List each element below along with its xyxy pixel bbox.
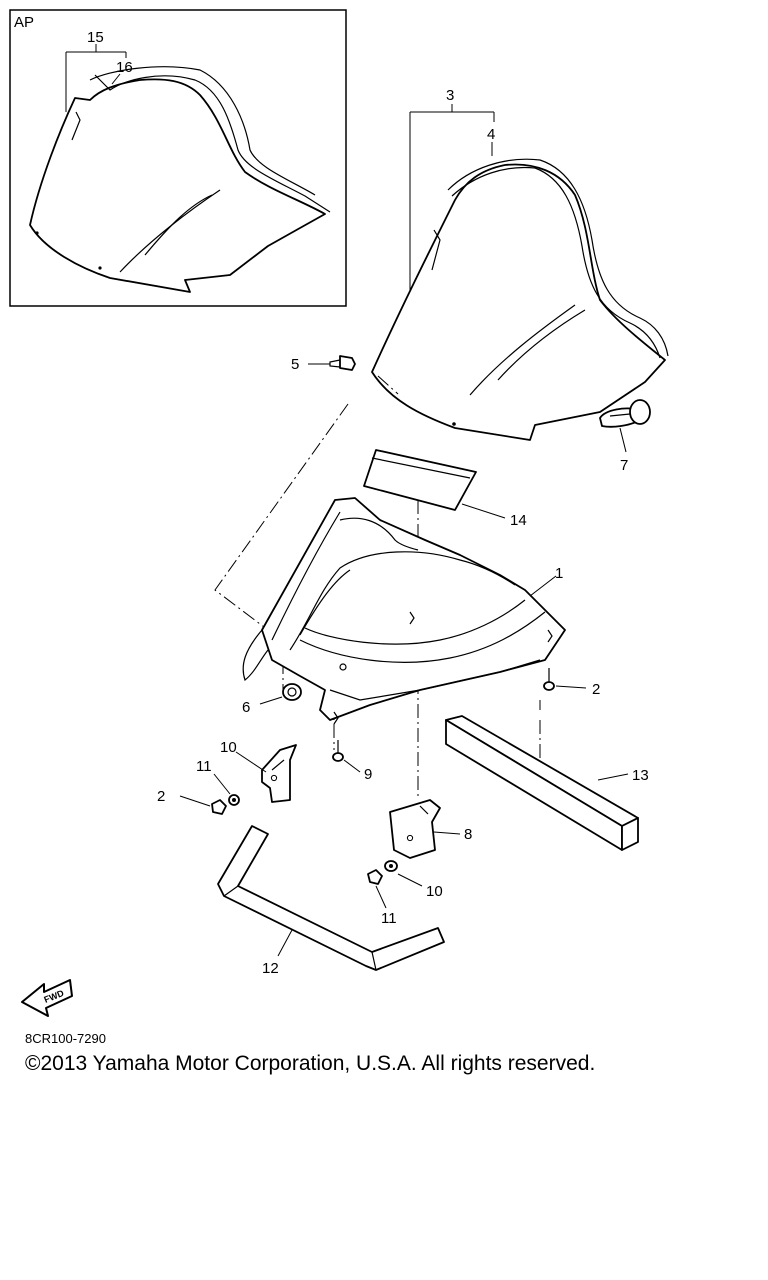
callout-9: 10 xyxy=(220,739,237,756)
knob-7 xyxy=(599,399,651,428)
screw-2-right xyxy=(543,668,555,691)
parts-diagram: AP 15 16 3 4 5 xyxy=(9,9,669,1017)
callout-4: 4 xyxy=(487,126,495,143)
screw-2-center xyxy=(332,740,344,762)
callout-7: 7 xyxy=(620,457,628,474)
callout-12: 12 xyxy=(262,960,279,977)
sticker-14 xyxy=(363,449,477,511)
callout-8: 8 xyxy=(464,826,472,843)
callout-11-left: 2 xyxy=(157,788,165,805)
nut-11-right xyxy=(367,869,383,885)
inset-label: AP xyxy=(14,14,34,31)
foam-13 xyxy=(445,715,639,851)
cowling-1 xyxy=(242,497,566,725)
inset-windshield xyxy=(29,66,331,293)
callout-16: 16 xyxy=(116,59,133,76)
callout-15: 15 xyxy=(87,29,104,46)
callout-6: 6 xyxy=(242,699,250,716)
copyright-notice: ©2013 Yamaha Motor Corporation, U.S.A. A… xyxy=(25,1052,596,1075)
inset-leaders xyxy=(65,44,127,112)
callout-14: 14 xyxy=(510,512,527,529)
bolt-5 xyxy=(329,355,356,371)
callout-5: 5 xyxy=(291,356,299,373)
fwd-arrow-icon: FWD xyxy=(21,979,73,1017)
callout-10-left: 11 xyxy=(196,758,212,775)
callout-2-right: 2 xyxy=(592,681,600,698)
nut-11-left xyxy=(211,799,227,815)
callout-2-center: 9 xyxy=(364,766,372,783)
callout-10-right: 10 xyxy=(426,883,443,900)
callout-13: 13 xyxy=(632,767,649,784)
washer-10-left xyxy=(228,794,240,806)
bracket-8 xyxy=(389,799,441,859)
windshield xyxy=(371,158,669,441)
washer-10-right xyxy=(384,860,398,872)
trim-12 xyxy=(217,825,445,971)
windshield-leaders xyxy=(409,104,495,290)
callout-11-right: 11 xyxy=(381,910,397,927)
bracket-9 xyxy=(261,744,297,803)
callout-3: 3 xyxy=(446,87,454,104)
callout-1: 1 xyxy=(555,565,563,582)
diagram-code: 8CR100-7290 xyxy=(25,1031,106,1046)
grommet-6 xyxy=(282,683,302,701)
